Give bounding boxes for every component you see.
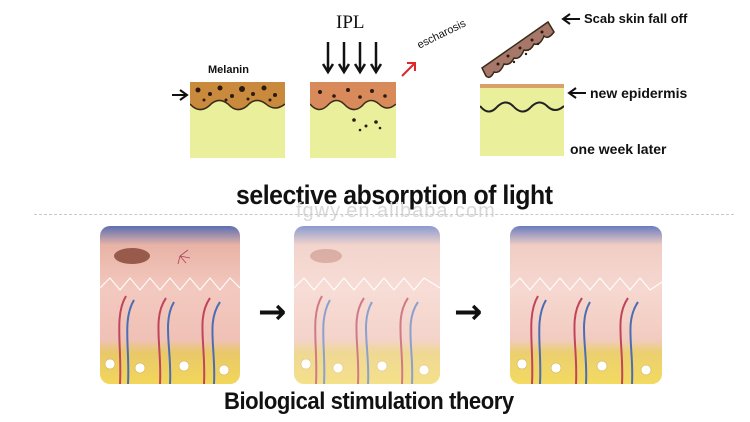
scab-label: Scab skin fall off	[584, 11, 688, 26]
skin-sample-melanin	[190, 82, 285, 158]
skin-cross-section-after	[510, 226, 662, 384]
light-rays-icon	[321, 42, 383, 75]
epidermis-pointer-icon	[567, 87, 586, 99]
skin-sample-new-epidermis	[480, 84, 564, 156]
one-week-label: one week later	[570, 141, 667, 157]
new-epidermis-label: new epidermis	[590, 85, 688, 101]
section-divider	[34, 214, 734, 215]
arrow-right-icon: →	[454, 292, 483, 332]
melanin-label: Melanin	[208, 64, 249, 76]
pointer-arrow-icon	[172, 89, 189, 101]
biological-stimulation-title: Biological stimulation theory	[224, 388, 514, 415]
scab-fragment	[481, 20, 555, 79]
escharosis-label: escharosis	[415, 17, 468, 52]
ipl-label: IPL	[336, 12, 365, 33]
skin-cross-section-during	[294, 226, 440, 384]
escharosis-arrow-icon	[401, 62, 416, 77]
skin-cross-section-before	[100, 226, 240, 384]
watermark: fgwy.en.alibaba.com	[296, 200, 496, 222]
scab-pointer-icon	[561, 13, 580, 25]
arrow-right-icon: →	[258, 292, 287, 332]
skin-sample-ipl	[310, 82, 396, 158]
selective-absorption-title: selective absorption of light	[236, 180, 553, 210]
